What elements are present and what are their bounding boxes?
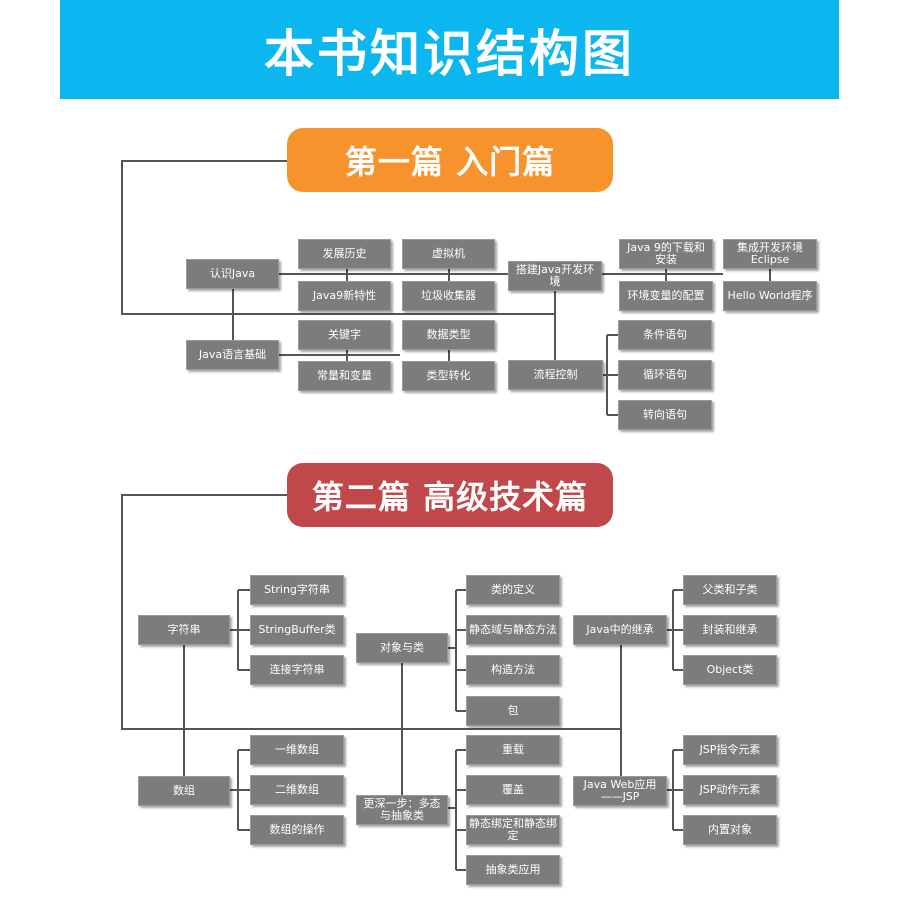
node-vm: 虚拟机 — [402, 239, 495, 269]
node-flow-control: 流程控制 — [508, 360, 603, 390]
node-encapsulation: 封装和继承 — [683, 615, 777, 645]
node-history: 发展历史 — [298, 239, 391, 269]
node-implicit-objects: 内置对象 — [683, 815, 777, 845]
node-object-class: Object类 — [683, 655, 777, 685]
node-env-config: 环境变量的配置 — [619, 281, 713, 311]
node-overload: 重载 — [466, 735, 560, 765]
node-parent-child: 父类和子类 — [683, 575, 777, 605]
node-array-1d: 一维数组 — [250, 735, 344, 765]
node-data-types: 数据类型 — [402, 320, 495, 350]
node-override: 覆盖 — [466, 775, 560, 805]
node-abstract-app: 抽象类应用 — [466, 855, 560, 885]
banner-title: 本书知识结构图 — [264, 24, 635, 83]
node-concat: 连接字符串 — [250, 655, 344, 685]
node-binding: 静态绑定和静态绑定 — [466, 815, 560, 845]
banner: 本书知识结构图 — [60, 0, 839, 99]
node-java-web: Java Web应用——JSP — [573, 776, 667, 806]
node-array-ops: 数组的操作 — [250, 815, 344, 845]
node-jsp-action: JSP动作元素 — [683, 775, 777, 805]
node-string-str: String字符串 — [250, 575, 344, 605]
node-array: 数组 — [138, 776, 230, 806]
node-jump: 转向语句 — [618, 400, 712, 430]
node-know-java: 认识Java — [186, 259, 279, 289]
node-jsp-directive: JSP指令元素 — [683, 735, 777, 765]
node-ide: 集成开发环境Eclipse — [723, 239, 817, 269]
node-hello-world: Hello World程序 — [723, 281, 817, 311]
node-gc: 垃圾收集器 — [402, 281, 495, 311]
node-array-2d: 二维数组 — [250, 775, 344, 805]
node-constructor: 构造方法 — [466, 655, 560, 685]
node-download: Java 9的下载和安装 — [619, 239, 713, 269]
node-keywords: 关键字 — [298, 320, 391, 350]
node-java9-features: Java9新特性 — [298, 281, 391, 311]
node-basics: Java语言基础 — [186, 340, 279, 370]
part2-title: 第二篇 高级技术篇 — [287, 463, 613, 527]
node-obj-class: 对象与类 — [356, 633, 448, 663]
node-class-def: 类的定义 — [466, 575, 560, 605]
node-polymorphism: 更深一步：多态与抽象类 — [356, 795, 448, 825]
node-env-setup: 搭建Java开发环境 — [508, 261, 602, 291]
node-string-buffer: StringBuffer类 — [250, 615, 344, 645]
node-string: 字符串 — [138, 615, 230, 645]
node-const-var: 常量和变量 — [298, 361, 391, 391]
node-package: 包 — [466, 696, 560, 726]
node-static-field: 静态域与静态方法 — [466, 615, 560, 645]
part1-title: 第一篇 入门篇 — [287, 128, 613, 192]
node-type-conv: 类型转化 — [402, 361, 495, 391]
node-inherit: Java中的继承 — [573, 615, 667, 645]
node-loop: 循环语句 — [618, 360, 712, 390]
node-condition: 条件语句 — [618, 320, 712, 350]
